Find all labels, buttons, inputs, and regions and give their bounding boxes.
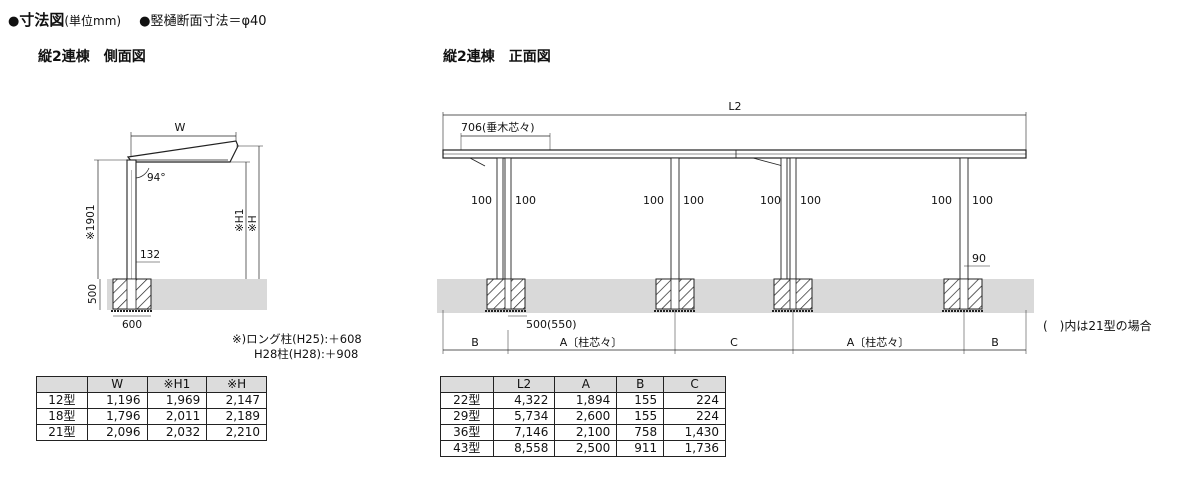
dim-1901: ※1901 (85, 204, 97, 240)
header-unit: (単位mm) (64, 14, 122, 28)
long-post-note: ※)ロング柱(H25):＋608 H28柱(H28):＋908 (232, 332, 362, 362)
front-view-title: 縦2連棟 正面図 (443, 49, 551, 65)
header-title: 寸法図 (19, 11, 65, 29)
table-row: 18型 1,796 2,011 2,189 (36, 408, 267, 425)
table-header: B (616, 376, 665, 393)
dim-500: 500(550) (526, 318, 577, 331)
side-view-title: 縦2連棟 側面図 (38, 49, 146, 65)
dim-100: 100 (471, 194, 492, 207)
dim-h1: ※H1 (234, 209, 246, 232)
side-spec-table: W ※H1 ※H 12型 1,196 1,969 2,147 18型 1,796… (36, 376, 267, 441)
dim-132: 132 (140, 249, 160, 261)
side-view: W 94° ※1901 ※H1 ※H 132 500 600 (85, 121, 267, 331)
table-header (36, 376, 88, 393)
ground (437, 279, 1034, 313)
seg-a: A〔柱芯々〕 (847, 335, 910, 349)
dim-100: 100 (515, 194, 536, 207)
table-row: 29型 5,734 2,600 155 224 (440, 408, 726, 425)
table-header (440, 376, 494, 393)
seg-a: A〔柱芯々〕 (560, 335, 623, 349)
dim-h: ※H (247, 215, 259, 232)
header-note: 竪樋断面寸法＝φ40 (150, 14, 267, 29)
dim-100: 100 (972, 194, 993, 207)
dim-100: 100 (643, 194, 664, 207)
table-header: C (663, 376, 726, 393)
seg-b: B (471, 336, 479, 349)
note-line-2: H28柱(H28):＋908 (254, 347, 359, 361)
table-row: 12型 1,196 1,969 2,147 (36, 392, 267, 409)
front-view: L2 706(垂木芯々) 1 (437, 100, 1152, 354)
note-line-1: ※)ロング柱(H25):＋608 (232, 332, 362, 346)
seg-c: C (730, 336, 738, 349)
table-row: 36型 7,146 2,100 758 1,430 (440, 424, 726, 441)
header: ●寸法図(単位mm)●竪樋断面寸法＝φ40 (8, 9, 267, 30)
table-row: 22型 4,322 1,894 155 224 (440, 392, 726, 409)
dim-l2: L2 (728, 100, 741, 113)
dim-90: 90 (972, 252, 986, 265)
dim-100: 100 (931, 194, 952, 207)
table-header: L2 (492, 376, 556, 393)
seg-b: B (991, 336, 999, 349)
dim-500: 500 (87, 284, 99, 304)
table-header: ※H (206, 376, 267, 393)
table-row: 43型 8,558 2,500 911 1,736 (440, 440, 726, 457)
dim-706: 706(垂木芯々) (461, 120, 535, 134)
note-21: ( )内は21型の場合 (1043, 318, 1152, 333)
dim-100: 100 (760, 194, 781, 207)
dim-angle: 94° (147, 172, 166, 184)
dim-w: W (175, 121, 186, 134)
dim-100: 100 (800, 194, 821, 207)
dim-600: 600 (122, 319, 142, 331)
dim-100: 100 (683, 194, 704, 207)
table-row: 21型 2,096 2,032 2,210 (36, 424, 267, 441)
table-header: A (554, 376, 618, 393)
table-header: ※H1 (146, 376, 208, 393)
front-spec-table: L2 A B C 22型 4,322 1,894 155 224 29型 5,7… (440, 376, 726, 457)
table-header: W (86, 376, 148, 393)
bullet-icon: ● (139, 14, 151, 29)
bullet-icon: ● (8, 14, 20, 29)
